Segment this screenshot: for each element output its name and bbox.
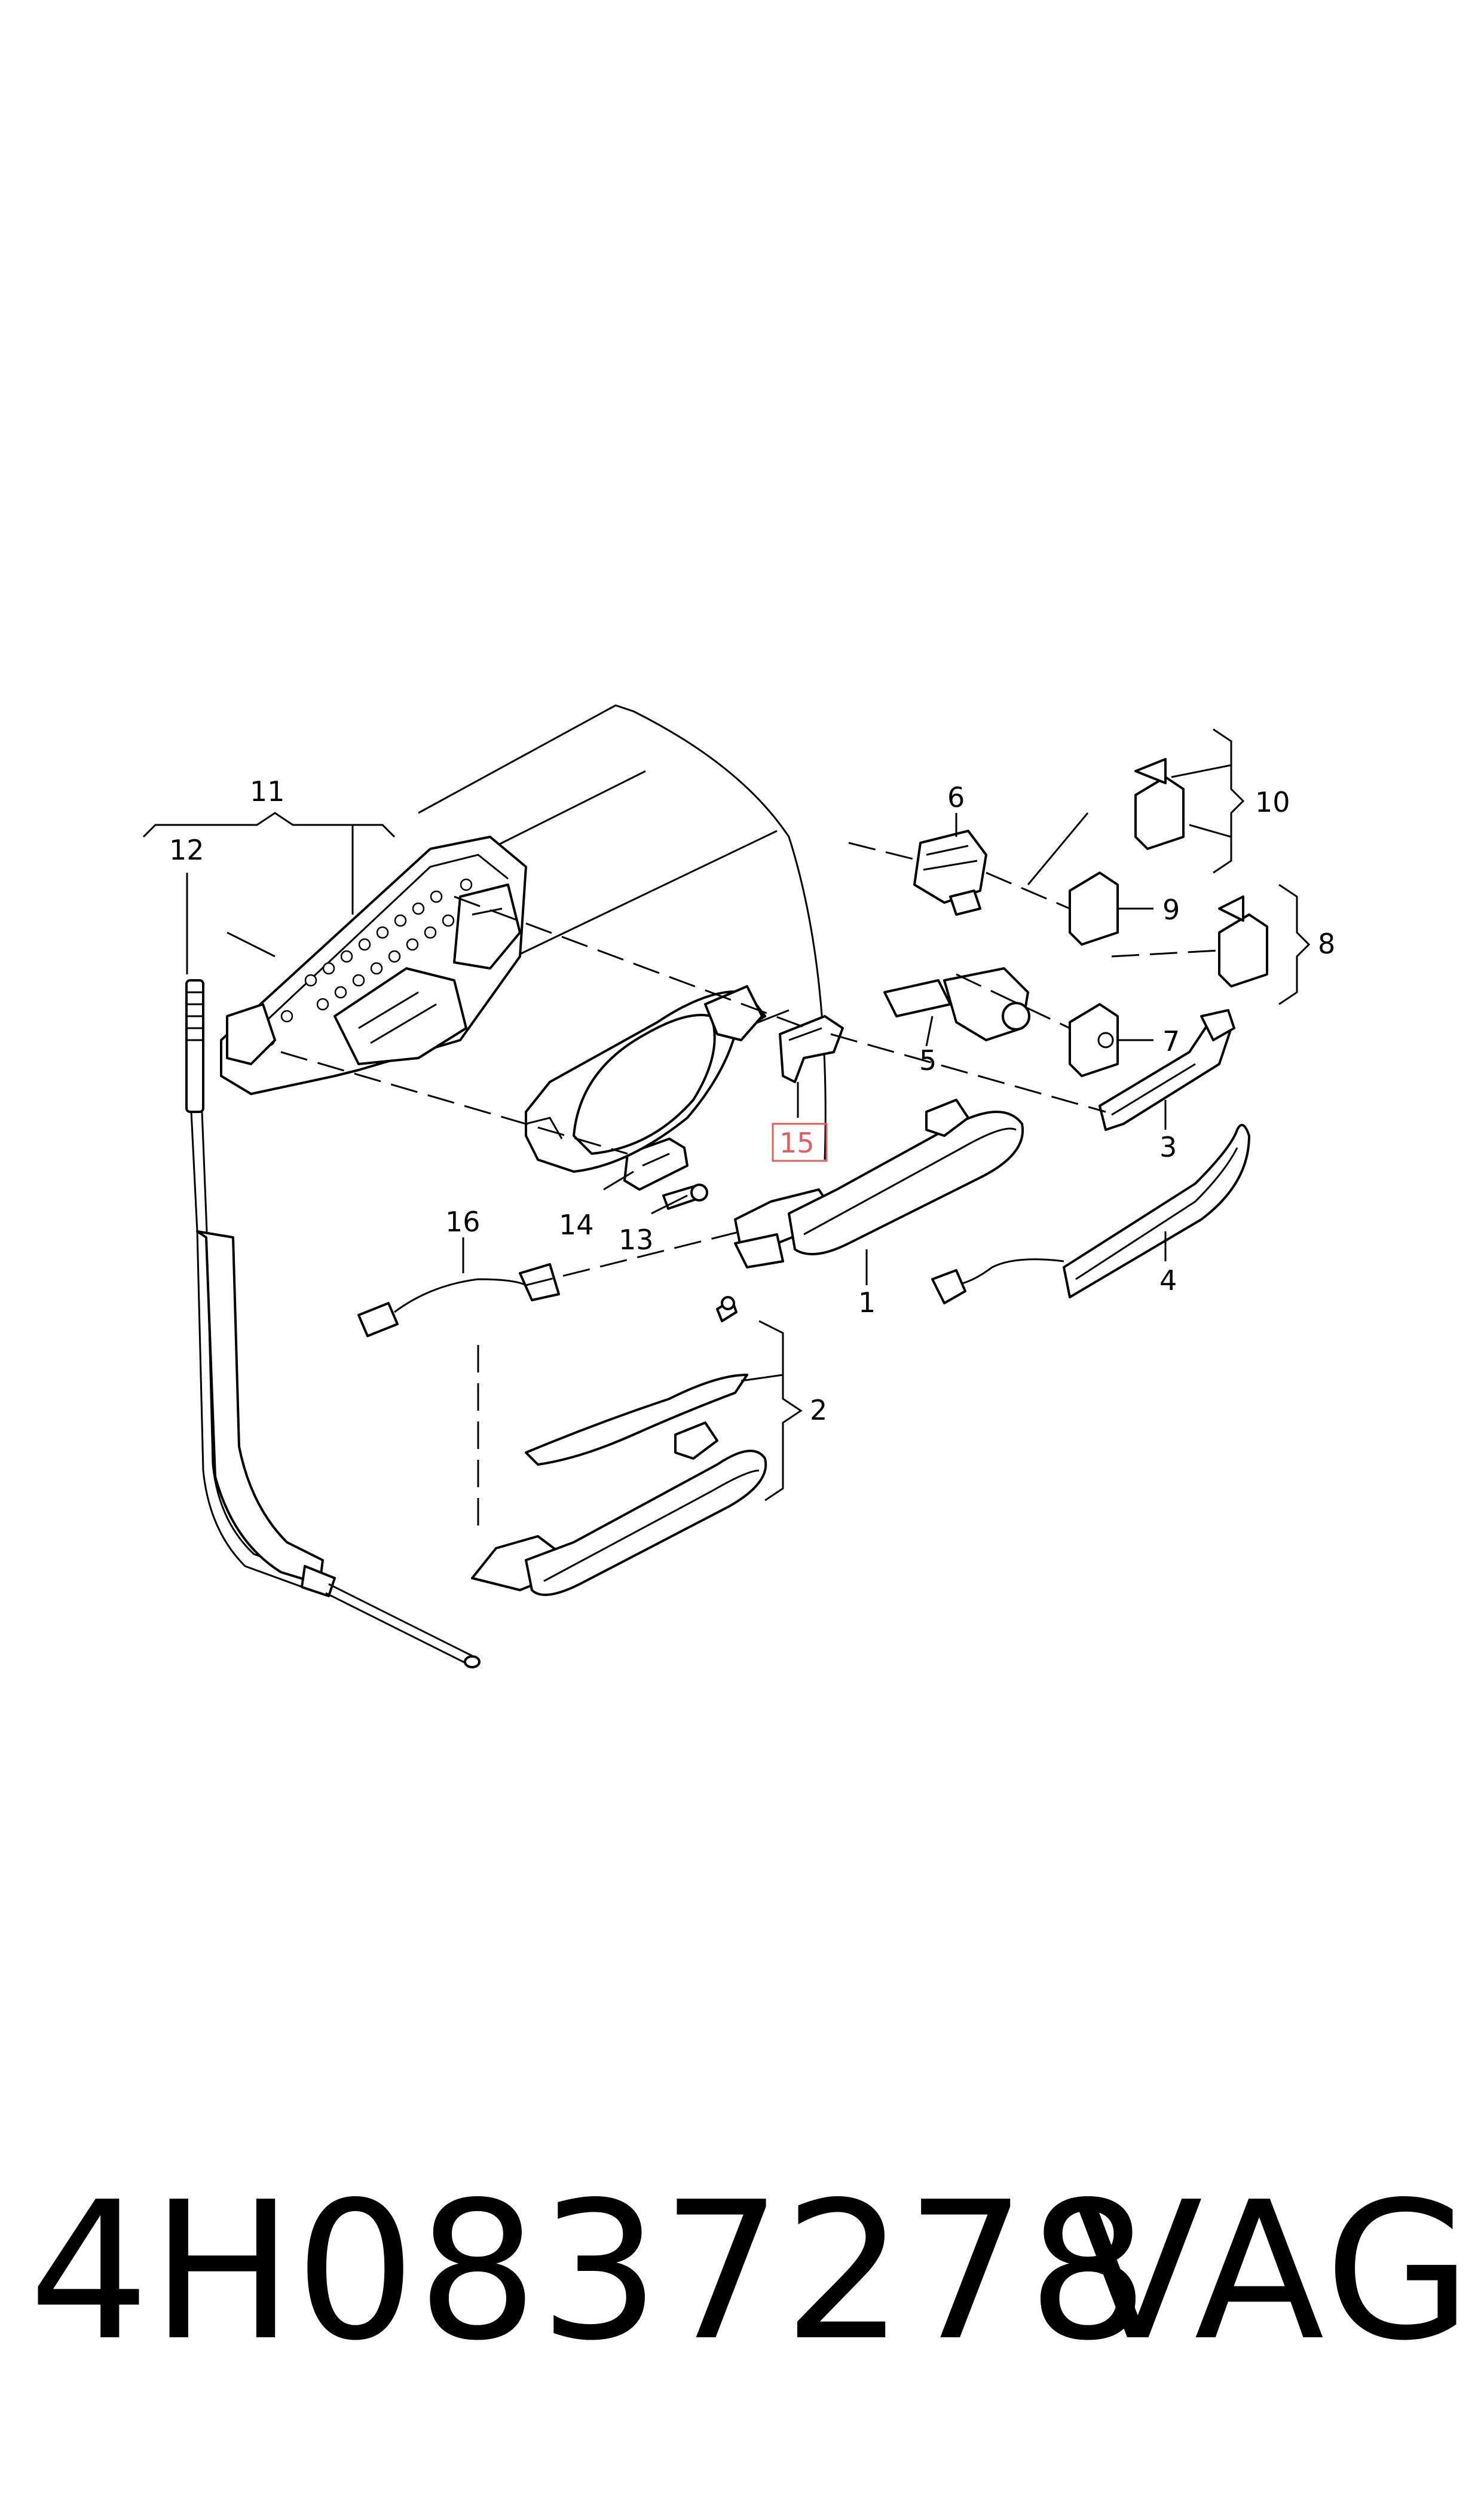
label-7: 7 [1162, 1025, 1180, 1057]
door-handle [734, 1099, 1024, 1268]
assembly-lines [280, 842, 1220, 1536]
handle-bracket [525, 985, 766, 1173]
label-13: 13 [619, 1224, 654, 1256]
cap-set-10 [1134, 758, 1185, 850]
lock-carrier-plate [220, 836, 527, 1095]
label-11: 11 [250, 775, 285, 808]
brand-name: VAG [1073, 2161, 1476, 2382]
footer: 4H0837278 VAG [0, 2164, 1484, 2379]
handle-seal [1099, 1009, 1235, 1131]
handle-with-sensor-cable [931, 1124, 1250, 1304]
cap-9 [1069, 872, 1119, 946]
cover-cap [779, 1015, 844, 1083]
lock-cylinder-housing [913, 830, 987, 916]
label-5: 5 [919, 1044, 937, 1077]
handle-assembly [471, 1296, 767, 1596]
label-14: 14 [559, 1209, 594, 1241]
proximity-sensor [357, 1263, 560, 1337]
callout-labels: 11 12 6 10 9 8 7 5 3 15 16 14 13 4 1 2 [169, 775, 1335, 1426]
highlight-box-15 [772, 1123, 828, 1162]
cap-7 [1069, 1003, 1119, 1077]
label-16: 16 [445, 1206, 481, 1238]
cap-set-8 [1218, 895, 1268, 988]
label-12: 12 [169, 834, 204, 866]
label-2: 2 [810, 1394, 827, 1426]
gasket [623, 1138, 689, 1191]
label-9: 9 [1162, 894, 1180, 926]
label-15: 15 [779, 1127, 815, 1159]
bowden-cable [185, 979, 481, 1668]
part-number: 4H0837278 [29, 2161, 1150, 2382]
label-8: 8 [1318, 928, 1335, 960]
label-10: 10 [1255, 786, 1290, 818]
label-4: 4 [1159, 1264, 1177, 1297]
label-3: 3 [1159, 1131, 1177, 1163]
label-6: 6 [947, 781, 965, 814]
label-1: 1 [858, 1286, 876, 1319]
lock-cylinder [883, 967, 1030, 1041]
leader-lines [142, 728, 1311, 1502]
